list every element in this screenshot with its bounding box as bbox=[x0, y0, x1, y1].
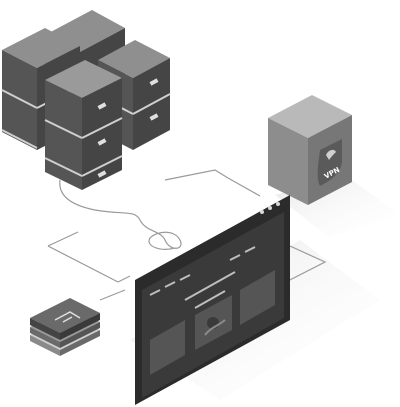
shield-icon: VPN bbox=[317, 139, 342, 186]
server-stack-icon bbox=[1, 10, 171, 190]
content-tile bbox=[150, 320, 185, 375]
arrow-out-icon bbox=[54, 311, 81, 323]
content-tile bbox=[240, 270, 275, 325]
browser-window-icon bbox=[135, 195, 290, 405]
server-unit bbox=[44, 60, 123, 190]
window-nav bbox=[149, 246, 256, 309]
layer-stack-icon bbox=[30, 298, 100, 356]
vpn-box-icon: VPN bbox=[268, 95, 352, 205]
window-controls bbox=[260, 202, 280, 214]
connection-lines bbox=[47, 169, 327, 301]
